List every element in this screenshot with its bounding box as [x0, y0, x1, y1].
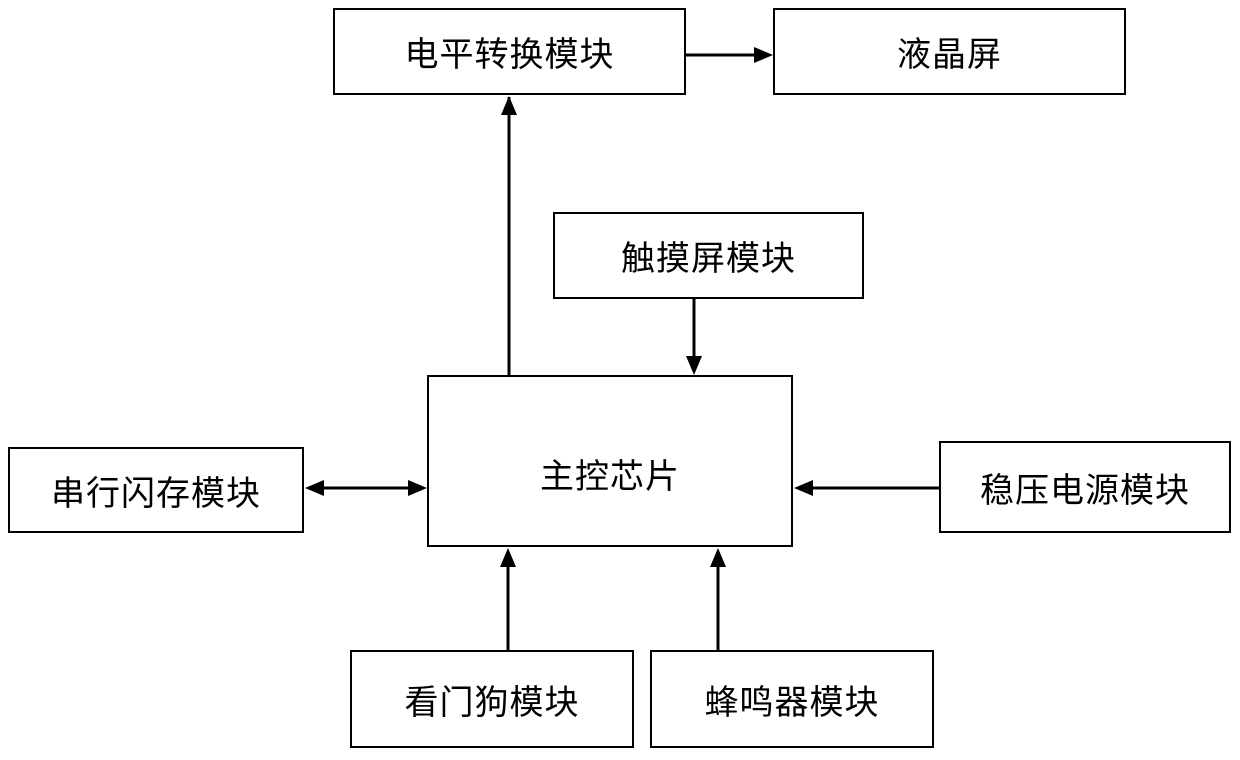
regulated-power-module-label: 稳压电源模块: [980, 463, 1190, 512]
main-control-chip-box: 主控芯片: [427, 375, 793, 547]
level-shift-module-label: 电平转换模块: [405, 27, 615, 76]
buzzer-module-box: 蜂鸣器模块: [650, 650, 934, 748]
arrow-watchdog-to-main: [500, 548, 516, 650]
lcd-screen-label: 液晶屏: [897, 27, 1002, 76]
arrow-touch-to-main: [686, 299, 702, 375]
main-control-chip-label: 主控芯片: [540, 449, 680, 498]
level-shift-module-box: 电平转换模块: [333, 8, 686, 95]
serial-flash-module-label: 串行闪存模块: [51, 466, 261, 515]
serial-flash-module-box: 串行闪存模块: [8, 447, 304, 533]
lcd-screen-box: 液晶屏: [773, 8, 1126, 95]
arrow-main-to-level-shift: [501, 96, 517, 375]
arrow-power-to-main: [794, 480, 939, 496]
arrow-flash-main-bidirectional: [305, 480, 427, 496]
regulated-power-module-box: 稳压电源模块: [939, 441, 1231, 533]
arrow-level-shift-to-lcd: [686, 47, 773, 63]
touch-screen-module-label: 触摸屏模块: [621, 231, 796, 280]
buzzer-module-label: 蜂鸣器模块: [705, 675, 880, 724]
touch-screen-module-box: 触摸屏模块: [553, 212, 864, 299]
watchdog-module-label: 看门狗模块: [405, 675, 580, 724]
watchdog-module-box: 看门狗模块: [350, 650, 634, 748]
arrow-buzzer-to-main: [710, 548, 726, 650]
